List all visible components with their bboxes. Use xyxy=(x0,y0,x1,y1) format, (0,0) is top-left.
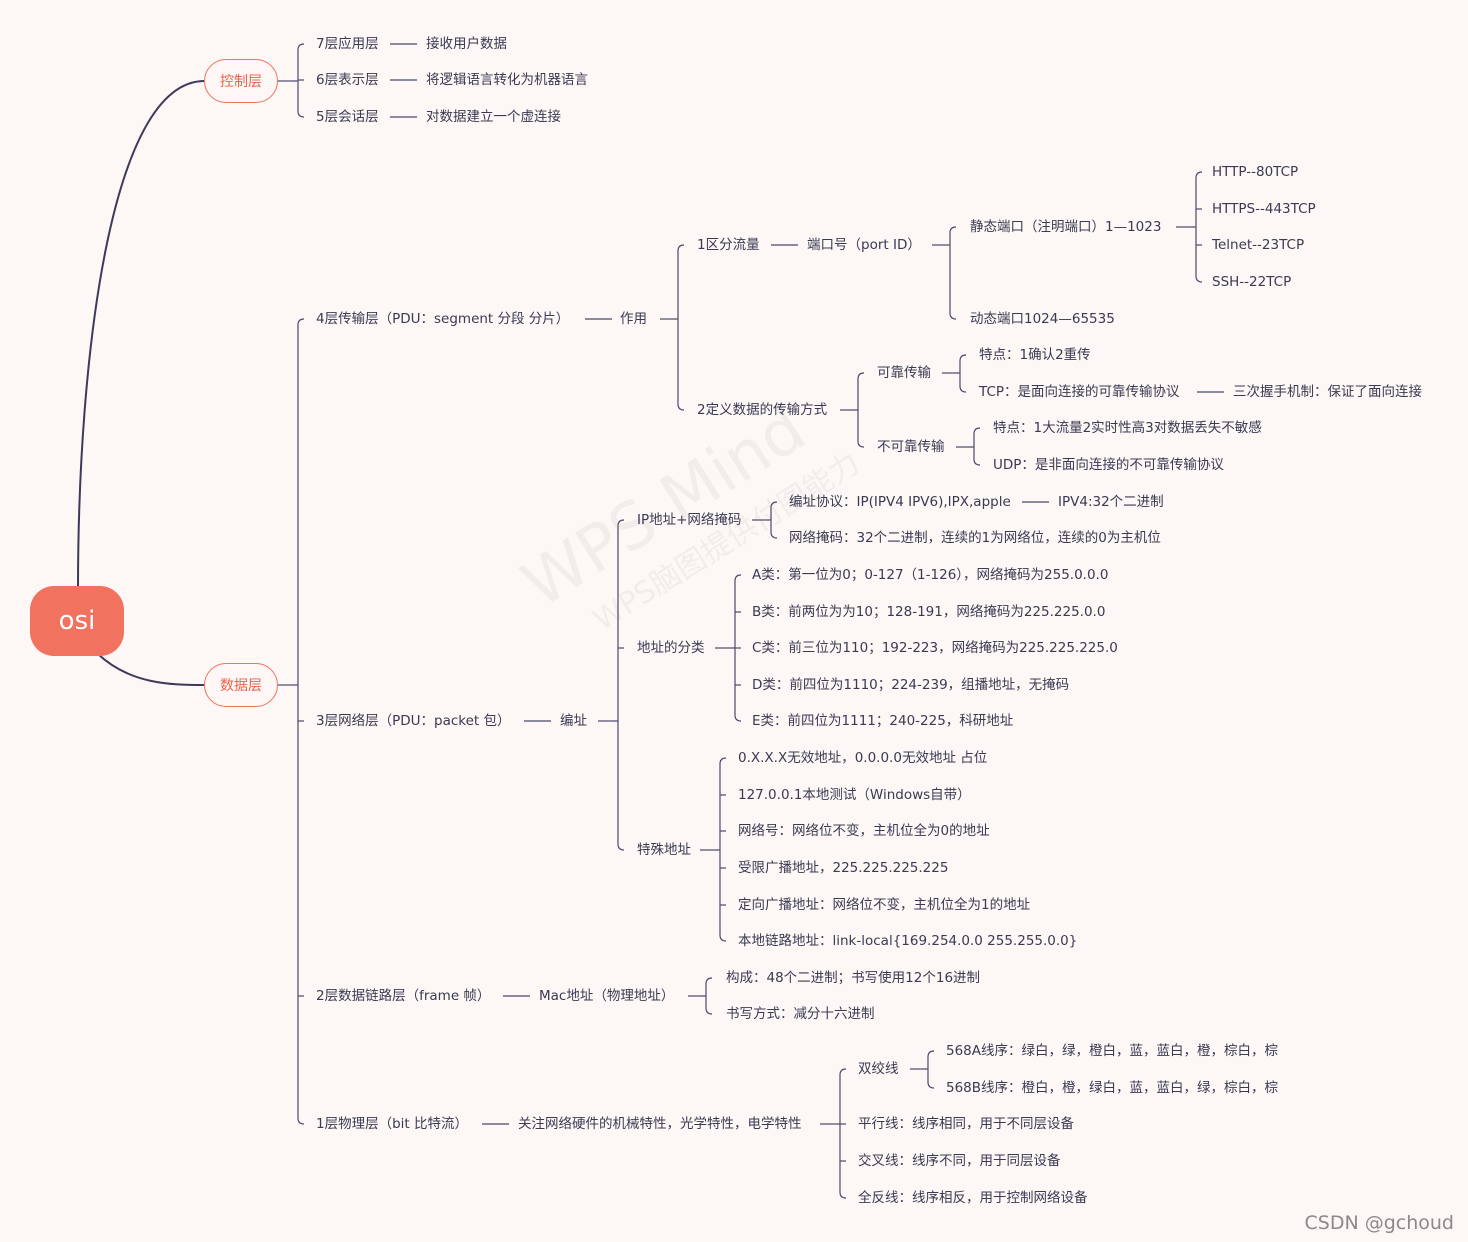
node-transport-role[interactable]: 作用 xyxy=(620,311,647,327)
root-to-control xyxy=(77,80,205,589)
node-layer2[interactable]: 2层数据链路层（frame 帧） xyxy=(316,988,491,1004)
bracket-spine xyxy=(1195,171,1203,283)
node-layer5[interactable]: 5层会话层 xyxy=(316,109,379,125)
node-568a[interactable]: 568A线序：绿白，绿，橙白，蓝，蓝白，橙，棕白，棕 xyxy=(946,1043,1279,1059)
node-unreliable[interactable]: 不可靠传输 xyxy=(877,439,945,455)
node-layer6[interactable]: 6层表示层 xyxy=(316,72,379,88)
node-layer1[interactable]: 1层物理层（bit 比特流） xyxy=(316,1116,468,1132)
node-parallel[interactable]: 平行线：线序相同，用于不同层设备 xyxy=(858,1116,1074,1132)
node-special-2[interactable]: 网络号：网络位不变，主机位全为0的地址 xyxy=(738,823,990,839)
node-layer7-desc[interactable]: 接收用户数据 xyxy=(426,36,507,52)
bracket-spine xyxy=(959,354,967,393)
node-layer4[interactable]: 4层传输层（PDU：segment 分段 分片） xyxy=(316,311,570,327)
bracket-spine xyxy=(927,1050,935,1089)
node-reliable[interactable]: 可靠传输 xyxy=(877,365,931,381)
root-to-data xyxy=(97,653,205,686)
node-special-addr[interactable]: 特殊地址 xyxy=(637,842,691,858)
node-port-https[interactable]: HTTPS--443TCP xyxy=(1212,201,1316,217)
node-class-c[interactable]: C类：前三位为110；192-223，网络掩码为225.225.225.0 xyxy=(752,640,1118,656)
bracket-spine xyxy=(949,226,957,320)
node-special-4[interactable]: 定向广播地址：网络位不变，主机位全为1的地址 xyxy=(738,897,1031,913)
node-cross[interactable]: 交叉线：线序不同，用于同层设备 xyxy=(858,1153,1061,1169)
node-twisted-pair[interactable]: 双绞线 xyxy=(858,1061,899,1077)
category-control-layer[interactable]: 控制层 xyxy=(204,59,278,103)
node-class-e[interactable]: E类：前四位为1111；240-225，科研地址 xyxy=(752,713,1014,729)
node-unreliable-feature[interactable]: 特点：1大流量2实时性高3对数据丢失不敏感 xyxy=(993,420,1262,436)
node-addressing[interactable]: 编址 xyxy=(560,713,587,729)
node-layer5-desc[interactable]: 对数据建立一个虚连接 xyxy=(426,109,561,125)
node-layer7[interactable]: 7层应用层 xyxy=(316,36,379,52)
node-addr-protocol[interactable]: 编址协议：IP(IPV4 IPV6),IPX,apple xyxy=(789,494,1011,510)
root-node-osi[interactable]: osi xyxy=(30,586,124,656)
node-dynamic-port[interactable]: 动态端口1024—65535 xyxy=(970,311,1115,327)
node-568b[interactable]: 568B线序：橙白，橙，绿白，蓝，蓝白，绿，棕白，棕 xyxy=(946,1080,1279,1096)
node-special-5[interactable]: 本地链路地址：link-local{169.254.0.0 255.255.0.… xyxy=(738,933,1078,949)
bracket-spine xyxy=(973,427,981,466)
node-layer3[interactable]: 3层网络层（PDU：packet 包） xyxy=(316,713,511,729)
node-ip-mask[interactable]: IP地址+网络掩码 xyxy=(637,512,742,528)
bracket-spine xyxy=(770,501,778,539)
node-ipv4[interactable]: IPV4:32个二进制 xyxy=(1058,494,1164,510)
node-port-id[interactable]: 端口号（port ID） xyxy=(807,237,921,253)
node-mac-compose[interactable]: 构成：48个二进制；书写使用12个16进制 xyxy=(726,970,981,986)
node-port-http[interactable]: HTTP--80TCP xyxy=(1212,164,1299,180)
node-transfer-mode[interactable]: 2定义数据的传输方式 xyxy=(697,402,828,418)
node-port-ssh[interactable]: SSH--22TCP xyxy=(1212,274,1292,290)
node-port-telnet[interactable]: Telnet--23TCP xyxy=(1212,237,1305,253)
bracket-spine xyxy=(719,757,727,942)
node-static-port[interactable]: 静态端口（注明端口）1—1023 xyxy=(970,219,1162,235)
bracket-spine xyxy=(857,372,865,448)
node-traffic[interactable]: 1区分流量 xyxy=(697,237,760,253)
node-rollover[interactable]: 全反线：线序相反，用于控制网络设备 xyxy=(858,1190,1088,1206)
category-data-layer[interactable]: 数据层 xyxy=(204,663,278,707)
node-mac-write[interactable]: 书写方式：减分十六进制 xyxy=(726,1006,875,1022)
node-handshake[interactable]: 三次握手机制：保证了面向连接 xyxy=(1233,384,1422,400)
bracket-spine xyxy=(839,1068,847,1199)
node-layer6-desc[interactable]: 将逻辑语言转化为机器语言 xyxy=(426,72,588,88)
node-mac[interactable]: Mac地址（物理地址） xyxy=(539,988,675,1004)
node-special-3[interactable]: 受限广播地址，225.225.225.225 xyxy=(738,860,949,876)
node-special-1[interactable]: 127.0.0.1本地测试（Windows自带） xyxy=(738,787,971,803)
bracket-spine xyxy=(617,519,625,851)
bracket-spine xyxy=(705,977,713,1015)
node-class-d[interactable]: D类：前四位为1110；224-239，组播地址，无掩码 xyxy=(752,677,1070,693)
csdn-credit: CSDN @gchoud xyxy=(1304,1212,1455,1234)
node-class-b[interactable]: B类：前两位为为10；128-191，网络掩码为225.225.0.0 xyxy=(752,604,1106,620)
node-addr-classes[interactable]: 地址的分类 xyxy=(637,640,705,656)
node-udp[interactable]: UDP：是非面向连接的不可靠传输协议 xyxy=(993,457,1224,473)
node-reliable-feature[interactable]: 特点：1确认2重传 xyxy=(979,347,1091,363)
node-physical-desc[interactable]: 关注网络硬件的机械特性，光学特性，电学特性 xyxy=(518,1116,802,1132)
node-special-0[interactable]: 0.X.X.X无效地址，0.0.0.0无效地址 占位 xyxy=(738,750,988,766)
node-netmask[interactable]: 网络掩码：32个二进制，连续的1为网络位，连续的0为主机位 xyxy=(789,530,1161,546)
bracket-spine xyxy=(677,244,685,411)
node-tcp[interactable]: TCP：是面向连接的可靠传输协议 xyxy=(979,384,1180,400)
node-class-a[interactable]: A类：第一位为0；0-127（1-126），网络掩码为255.0.0.0 xyxy=(752,567,1109,583)
